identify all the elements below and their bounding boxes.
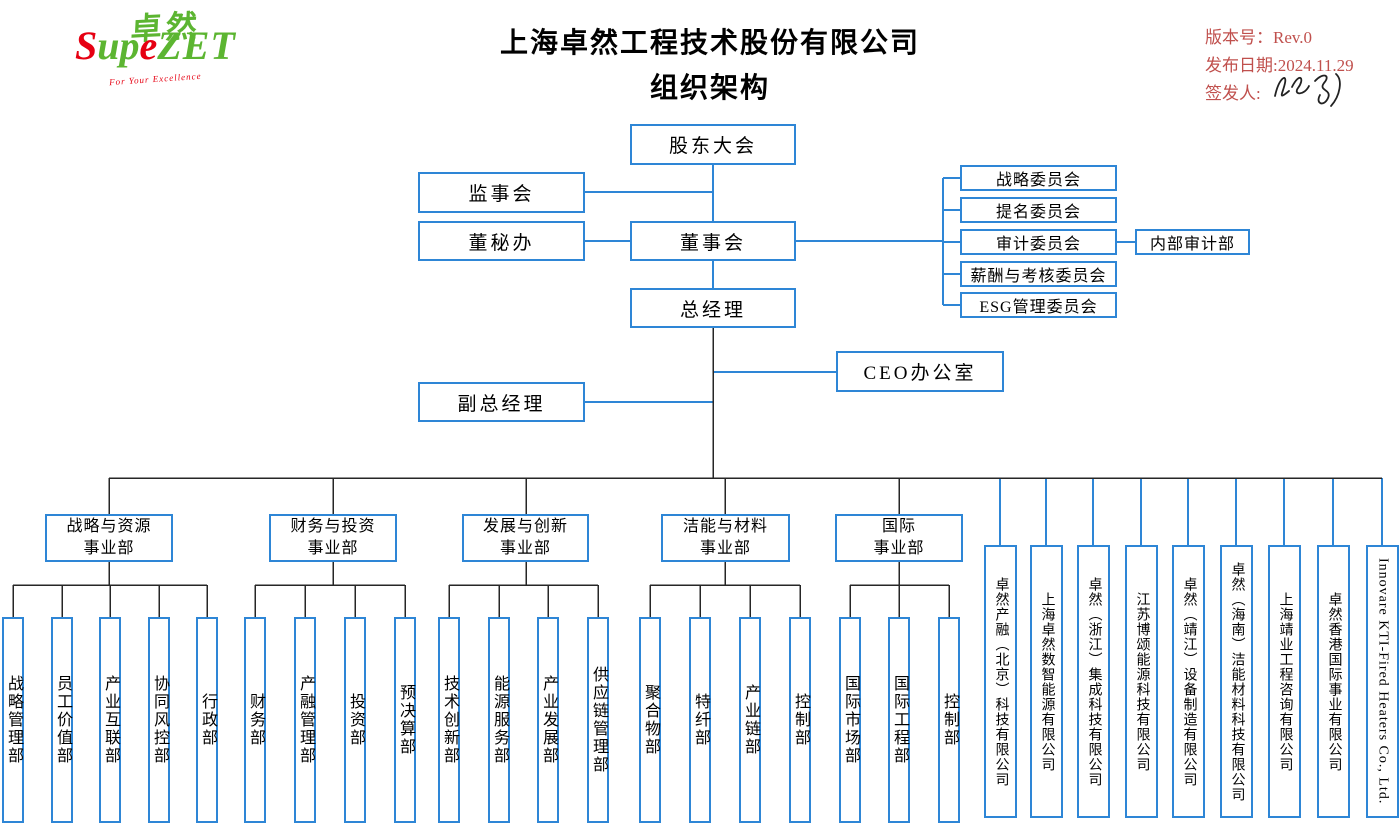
node-compensation-committee: 薪酬与考核委员会: [960, 261, 1117, 287]
division-name-line2: 事业部: [873, 540, 925, 557]
dept-budget-final-accounts: 预决算部: [394, 617, 416, 823]
dept-industry-chain: 产业链部: [739, 617, 761, 823]
division-strategy-resources: 战略与资源 事业部: [45, 514, 173, 562]
node-internal-audit-dept: 内部审计部: [1135, 229, 1250, 255]
division-name-line2: 事业部: [307, 540, 359, 557]
dept-employee-value: 员工价值部: [51, 617, 73, 823]
signature: [1268, 66, 1352, 115]
dept-technology-innovation: 技术创新部: [438, 617, 460, 823]
subsidiary-shanghai-jingye-consulting: 上海靖业工程咨询有限公司: [1268, 545, 1301, 818]
dept-synergy-risk-control: 协同风控部: [148, 617, 170, 823]
node-esg-committee: ESG管理委员会: [960, 292, 1117, 318]
node-nomination-committee: 提名委员会: [960, 197, 1117, 223]
division-name-line2: 事业部: [83, 540, 135, 557]
division-name-line1: 国际: [881, 518, 916, 536]
release-date: 发布日期:2024.11.29: [1205, 56, 1354, 75]
subsidiary-zhuoran-chanrong-beijing: 卓然产融（北京）科技有限公司: [984, 545, 1017, 818]
subsidiary-shanghai-zhuoran-shuzhi-energy: 上海卓然数智能源有限公司: [1030, 545, 1063, 818]
chart-name: 组织架构: [649, 72, 770, 104]
division-name-line2: 事业部: [499, 540, 551, 557]
dept-strategy-management: 战略管理部: [2, 617, 24, 823]
signer-label: 签发人:: [1205, 84, 1261, 103]
logo-letters-up: up: [97, 23, 140, 68]
division-finance-investment: 财务与投资 事业部: [269, 514, 397, 562]
subsidiary-innovare-kti-fired-heaters: Innovare KTI-Fired Heaters Co., Ltd.: [1366, 545, 1399, 818]
node-audit-committee: 审计委员会: [960, 229, 1117, 255]
dept-control-cleanenergy: 控制部: [789, 617, 811, 823]
division-cleanenergy-materials: 洁能与材料 事业部: [661, 514, 790, 562]
division-name-line2: 事业部: [699, 540, 751, 557]
division-international: 国际 事业部: [835, 514, 963, 562]
dept-energy-services: 能源服务部: [488, 617, 510, 823]
subsidiary-zhuoran-jingjiang-equipment: 卓然（靖江）设备制造有限公司: [1172, 545, 1205, 818]
dept-polymer: 聚合物部: [639, 617, 661, 823]
dept-industry-development: 产业发展部: [537, 617, 559, 823]
dept-finance: 财务部: [244, 617, 266, 823]
node-general-manager: 总经理: [630, 288, 796, 328]
dept-control-international: 控制部: [938, 617, 960, 823]
page-title: 上海卓然工程技术股份有限公司 组织架构: [410, 22, 1010, 112]
logo-wordmark: SupeZET: [75, 26, 236, 66]
dept-investment: 投资部: [344, 617, 366, 823]
dept-industry-internet: 产业互联部: [99, 617, 121, 823]
signature-icon: [1274, 73, 1341, 107]
node-strategy-committee: 战略委员会: [960, 165, 1117, 191]
dept-international-engineering: 国际工程部: [888, 617, 910, 823]
supezet-logo: 卓然 SupeZET For Your Excellence: [75, 4, 275, 96]
node-shareholders-meeting: 股东大会: [630, 124, 796, 165]
subsidiary-zhuoran-hongkong-international: 卓然香港国际事业有限公司: [1317, 545, 1350, 818]
division-name-line1: 洁能与材料: [682, 518, 768, 536]
logo-letter-e: e: [139, 23, 158, 68]
dept-special-fiber: 特纤部: [689, 617, 711, 823]
node-deputy-general-manager: 副总经理: [418, 382, 585, 422]
logo-letters-zet: ZET: [157, 23, 236, 68]
subsidiary-jiangsu-bosong-energy: 江苏博颂能源科技有限公司: [1125, 545, 1158, 818]
node-ceo-office: CEO办公室: [836, 351, 1004, 392]
dept-international-market: 国际市场部: [839, 617, 861, 823]
division-name-line1: 发展与创新: [482, 518, 568, 536]
division-development-innovation: 发展与创新 事业部: [462, 514, 589, 562]
division-name-line1: 财务与投资: [290, 518, 376, 536]
logo-letter-s: S: [75, 23, 98, 68]
version-block: 版本号：Rev.0 发布日期:2024.11.29 签发人:: [1205, 24, 1354, 108]
version-number: 版本号：Rev.0: [1205, 28, 1313, 47]
company-name: 上海卓然工程技术股份有限公司: [499, 28, 920, 59]
subsidiary-zhuoran-zhejiang-integration: 卓然（浙江）集成科技有限公司: [1077, 545, 1110, 818]
subsidiary-zhuoran-hainan-cleanenergy-materials: 卓然（海南）洁能材料科技有限公司: [1220, 545, 1253, 818]
dept-supply-chain-management: 供应链管理部: [587, 617, 609, 823]
node-board-secretary-office: 董秘办: [418, 221, 585, 261]
dept-industry-finance-management: 产融管理部: [294, 617, 316, 823]
node-board-of-directors: 董事会: [630, 221, 796, 261]
dept-administration: 行政部: [196, 617, 218, 823]
division-name-line1: 战略与资源: [66, 518, 152, 536]
node-supervisory-board: 监事会: [418, 172, 585, 213]
logo-tagline: For Your Excellence: [108, 70, 202, 88]
